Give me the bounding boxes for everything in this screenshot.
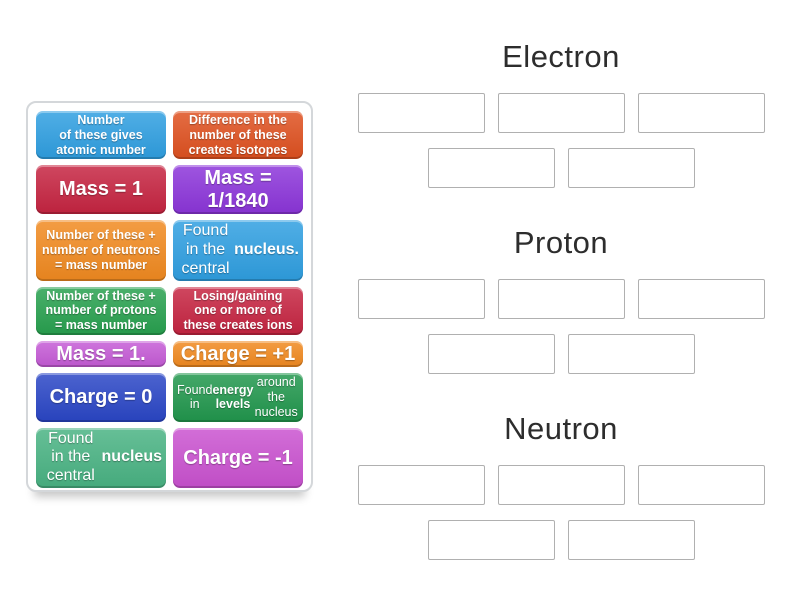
tile-charge-minus-1[interactable]: Charge = -1 [173,427,303,489]
tile-text: Number of these gives atomic number [56,113,146,157]
drop-slot[interactable] [497,279,625,319]
group-title: Electron [502,39,620,74]
group-neutron: Neutron [354,410,768,560]
tile-text: Found in [177,382,213,412]
drop-slot[interactable] [427,334,555,374]
tile-panel: Number of these gives atomic number Diffe… [26,101,313,492]
tile-text: Charge = 0 [49,386,153,409]
tile-text: nucleus [101,448,162,466]
tile-text: Mass = 1 [59,178,143,201]
slot-row [354,148,768,188]
tile-text: nucleus. [234,240,299,258]
drop-slot[interactable] [427,520,555,560]
drop-slot[interactable] [357,465,485,505]
tile-ions[interactable]: Losing/gaining one or more of these crea… [173,286,303,335]
tile-text: Mass = 1. [56,342,146,365]
tile-text: Difference in the number of these create… [188,113,288,157]
drop-slot[interactable] [637,279,765,319]
slot-row [354,465,768,505]
drop-slot[interactable] [637,93,765,133]
drop-slot[interactable] [357,279,485,319]
group-title: Proton [513,225,609,260]
group-title: Neutron [504,411,618,446]
slot-row [354,520,768,560]
group-proton: Proton [354,224,768,374]
tile-central-nucleus-blue[interactable]: Found in the central nucleus. [173,220,303,281]
tile-protons-mass-number[interactable]: Number of these + number of protons = ma… [36,286,166,335]
tile-charge-plus-1[interactable]: Charge = +1 [173,340,303,368]
drop-slot[interactable] [497,93,625,133]
tile-mass-1-dot[interactable]: Mass = 1. [36,340,166,368]
tile-mass-1-1840[interactable]: Mass = 1/1840 [173,165,303,215]
tile-mass-1[interactable]: Mass = 1 [36,165,166,215]
slot-row [354,279,768,319]
drop-slot[interactable] [567,148,695,188]
tile-text: Charge = -1 [183,446,293,469]
drop-slot[interactable] [427,148,555,188]
drop-slot[interactable] [497,465,625,505]
drop-slot[interactable] [567,520,695,560]
tile-text: Found in the central [181,222,230,277]
tile-text: Losing/gaining one or more of these crea… [183,288,293,333]
tile-text: energy levels [212,382,254,412]
tile-energy-levels[interactable]: Found in energy levels around the nucleu… [173,373,303,422]
tile-neutrons-mass-number[interactable]: Number of these + number of neutrons = m… [36,220,166,281]
tile-grid: Number of these gives atomic number Diffe… [36,111,303,489]
tile-text: Found in the central [46,429,95,485]
group-electron: Electron [354,38,768,188]
tile-isotopes[interactable]: Difference in the number of these create… [173,111,303,160]
drop-slot[interactable] [637,465,765,505]
tile-atomic-number[interactable]: Number of these gives atomic number [36,111,166,160]
tile-text: Charge = +1 [180,342,296,365]
slot-row [354,334,768,374]
tile-text: Mass = 1/1840 [204,167,272,212]
tile-central-nucleus-green[interactable]: Found in the central nucleus [36,427,166,489]
tile-text: Number of these + number of protons = ma… [45,288,157,333]
tile-charge-0[interactable]: Charge = 0 [36,373,166,422]
drop-slot[interactable] [567,334,695,374]
drop-slot[interactable] [357,93,485,133]
tile-text: Number of these + number of neutrons = m… [41,228,161,272]
slot-row [354,93,768,133]
tile-text: around the nucleus [254,375,298,419]
